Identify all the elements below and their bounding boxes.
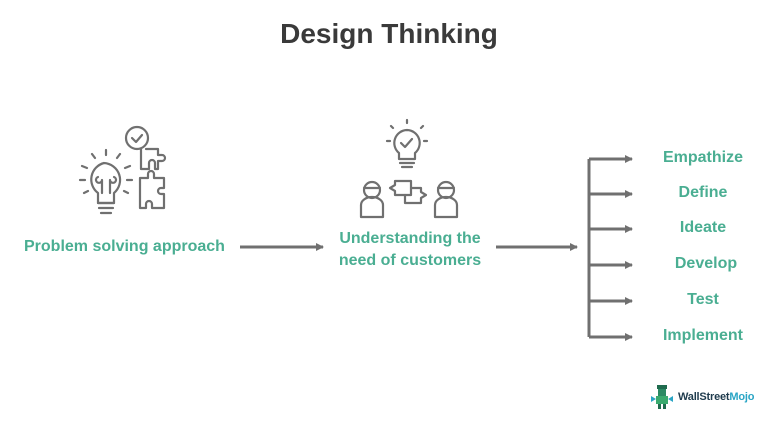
mascot-icon <box>651 385 673 409</box>
node-understanding-needs: Understanding the need of customers <box>330 228 490 272</box>
step-ideate: Ideate <box>679 219 727 236</box>
page-title: Design Thinking <box>280 18 498 49</box>
node-problem-solving: Problem solving approach <box>24 238 225 255</box>
people-idea-icon <box>359 118 459 219</box>
node-understanding-line1: Understanding the <box>339 230 481 247</box>
logo-text: WallStreetMojo <box>678 391 755 403</box>
wallstreetmojo-logo: WallStreetMojo <box>650 384 754 410</box>
step-define: Define <box>678 184 728 201</box>
lightbulb-puzzle-icon <box>78 125 167 215</box>
step-develop: Develop <box>674 255 738 272</box>
step-test: Test <box>687 291 719 308</box>
node-understanding-line2: need of customers <box>338 252 482 269</box>
step-implement: Implement <box>662 327 743 344</box>
step-empathize: Empathize <box>662 149 743 166</box>
